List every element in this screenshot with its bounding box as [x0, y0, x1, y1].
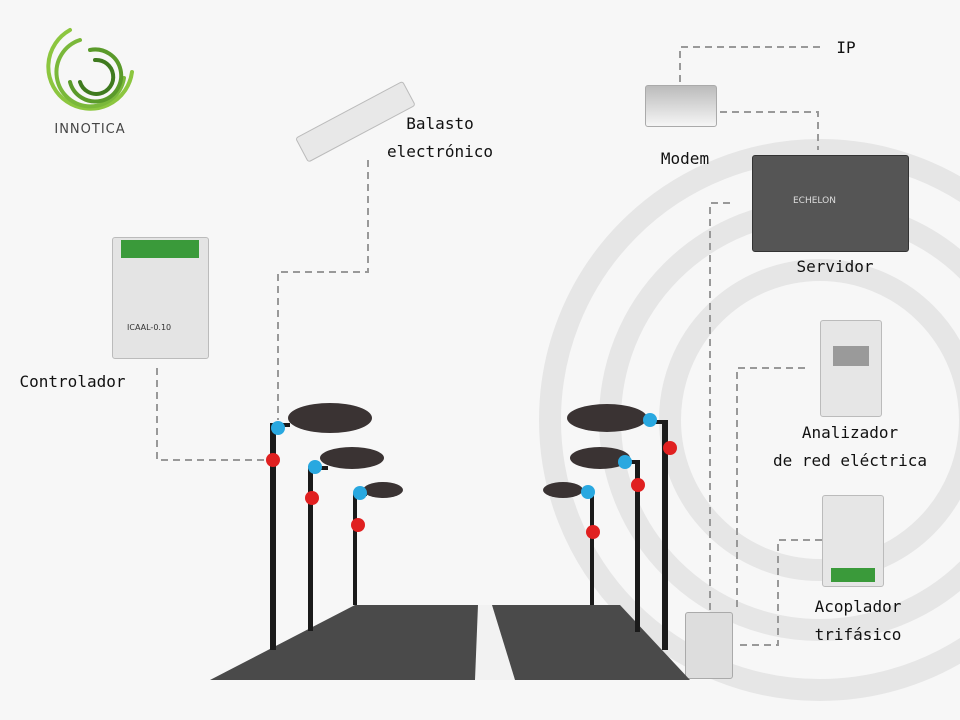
logo-text: INNOTICA: [54, 122, 126, 137]
blue-node: [353, 486, 367, 500]
road: [210, 605, 690, 680]
red-node: [305, 491, 319, 505]
lamp-pole: [308, 468, 313, 631]
modem-device: [645, 85, 717, 127]
lamp-head: [543, 482, 583, 498]
blue-node: [271, 421, 285, 435]
label-acoplador-2: trifásico: [814, 625, 902, 644]
label-modem: Modem: [660, 149, 710, 168]
controller-device: ICAAL-0.10: [112, 237, 209, 359]
red-node: [266, 453, 280, 467]
lamp-pole: [590, 492, 594, 605]
blue-node: [308, 460, 322, 474]
red-node: [631, 478, 645, 492]
controller-link: [156, 368, 272, 461]
modem-server-link: [720, 111, 819, 150]
red-node: [663, 441, 677, 455]
label-controlador: Controlador: [19, 372, 126, 391]
coupler-link: [735, 539, 822, 646]
label-balasto-2: electrónico: [387, 142, 493, 161]
server-device: ECHELON: [752, 155, 909, 252]
blue-node: [618, 455, 632, 469]
road-center-line: [475, 605, 515, 680]
label-acoplador-1: Acoplador: [814, 597, 902, 616]
label-balasto-1: Balasto: [406, 114, 474, 133]
label-servidor: Servidor: [796, 257, 874, 276]
lamp-head: [570, 447, 630, 469]
server-cabinet-link: [709, 202, 730, 612]
server-brand: ECHELON: [793, 196, 836, 206]
analyzer-link: [736, 367, 805, 612]
analyzer-device: [820, 320, 882, 417]
blue-node: [581, 485, 595, 499]
lamp-head: [320, 447, 384, 469]
red-node: [586, 525, 600, 539]
lamp-head: [567, 404, 647, 432]
innotica-logo-icon: [46, 28, 134, 111]
red-node: [351, 518, 365, 532]
lamp-pole: [353, 495, 357, 605]
label-analizador-1: Analizador: [801, 423, 899, 442]
label-analizador-2: de red eléctrica: [772, 451, 928, 470]
blue-node: [643, 413, 657, 427]
electrical-cabinet: [685, 612, 733, 679]
lamp-pole: [270, 425, 276, 650]
ballast-link: [277, 160, 369, 420]
controller-model: ICAAL-0.10: [127, 323, 172, 332]
label-ip: IP: [836, 38, 856, 57]
lamp-head: [363, 482, 403, 498]
lamp-pole: [662, 422, 668, 650]
coupler-device: [822, 495, 884, 587]
lamp-head: [288, 403, 372, 433]
lamp-pole: [635, 462, 640, 632]
